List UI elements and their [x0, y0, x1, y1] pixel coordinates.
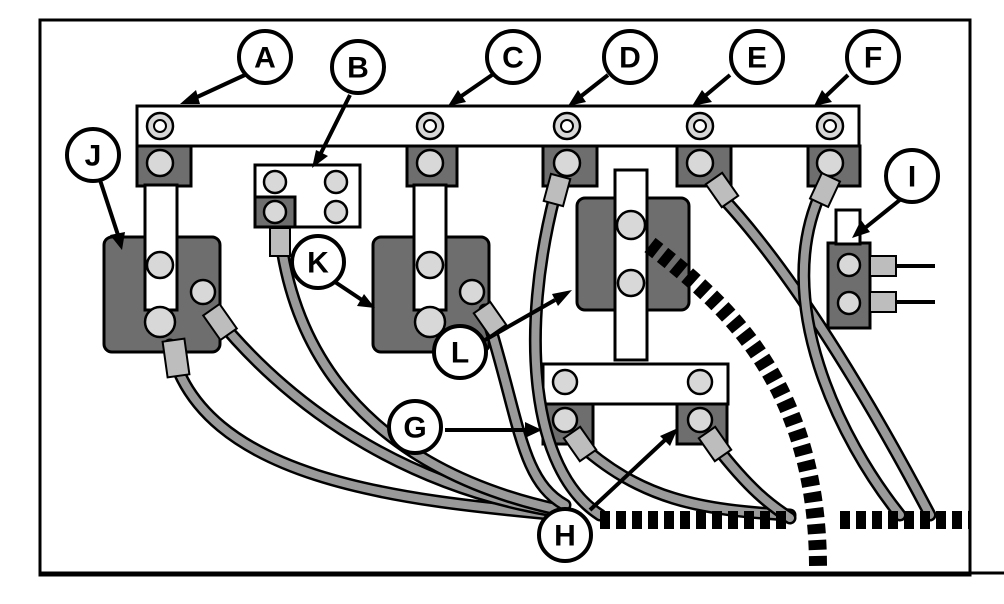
callout-a-label: A	[254, 42, 276, 75]
callout-e-label: E	[747, 42, 767, 75]
callout-b-label: B	[347, 52, 369, 85]
callout-i: I	[884, 148, 940, 204]
callout-b: B	[330, 39, 386, 95]
callout-j: J	[65, 127, 121, 183]
cable-lug-icon	[161, 171, 897, 463]
callout-f: F	[845, 29, 901, 85]
solenoid-j	[102, 183, 222, 354]
callout-l-label: L	[451, 337, 469, 370]
callout-h-label: H	[554, 520, 576, 553]
callout-g-label: G	[403, 412, 426, 445]
callout-d: D	[602, 29, 658, 85]
solenoid-k	[371, 183, 491, 354]
callout-g: G	[387, 399, 443, 455]
callout-k: K	[290, 234, 346, 290]
callout-h: H	[537, 507, 593, 563]
callout-c: C	[485, 29, 541, 85]
callout-a: A	[237, 29, 293, 85]
panel-frame	[38, 18, 1004, 577]
callout-c-label: C	[502, 42, 524, 75]
hex-nut-icon	[143, 111, 862, 434]
callout-j-label: J	[85, 140, 102, 173]
solenoid-l	[575, 168, 691, 362]
leader-arrows	[98, 72, 908, 512]
callout-l: L	[432, 324, 488, 380]
callout-e: E	[729, 29, 785, 85]
callout-f-label: F	[864, 42, 882, 75]
callout-k-label: K	[307, 247, 329, 280]
callout-i-label: I	[908, 161, 916, 194]
callout-d-label: D	[619, 42, 641, 75]
cable-icon	[163, 183, 970, 576]
top-bus-bar	[135, 104, 862, 188]
